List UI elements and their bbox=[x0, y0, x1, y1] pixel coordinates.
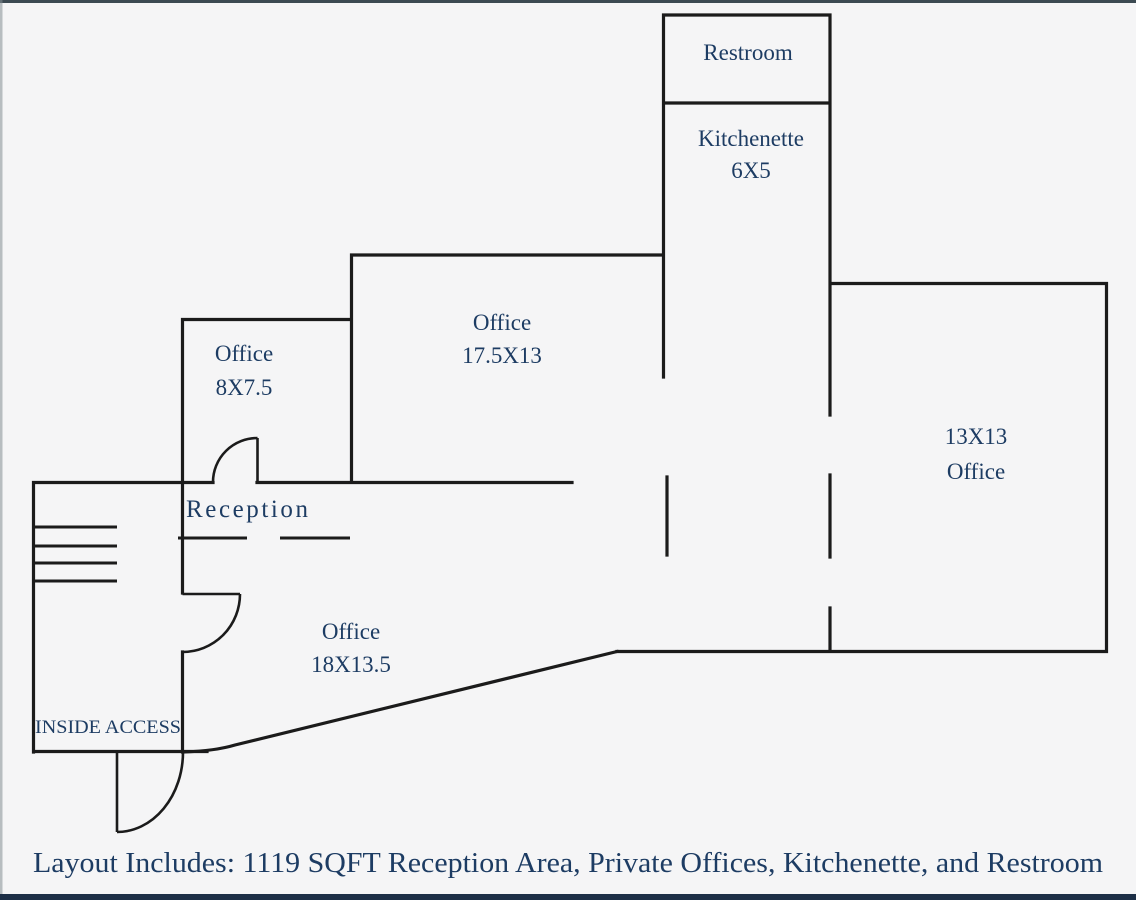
stairs bbox=[33, 525, 117, 583]
door-entrance bbox=[115, 751, 185, 834]
office-medium-dimensions: 17.5X13 bbox=[462, 343, 542, 368]
office-small-dimensions: 8X7.5 bbox=[216, 375, 273, 400]
office-small-label: Office bbox=[215, 341, 273, 366]
office-right-dimensions: 13X13 bbox=[945, 424, 1008, 449]
restroom-label: Restroom bbox=[703, 40, 793, 65]
frame-left-edge bbox=[0, 0, 3, 900]
inside-access-label: INSIDE ACCESS bbox=[35, 717, 181, 738]
walls bbox=[31, 13, 1109, 754]
office-medium-label: Office bbox=[473, 310, 531, 335]
office-large-label: Office bbox=[322, 619, 380, 644]
office-large-dimensions: 18X13.5 bbox=[311, 652, 391, 677]
stairs-lines bbox=[33, 525, 117, 583]
kitchenette-label: Kitchenette bbox=[698, 126, 804, 151]
room-labels: Restroom Kitchenette 6X5 Office 17.5X13 … bbox=[35, 40, 1007, 738]
frame-bottom-edge bbox=[0, 894, 1136, 900]
reception-label: Reception bbox=[186, 496, 309, 523]
wall-diagonal bbox=[182, 649, 619, 754]
office-right-label: Office bbox=[947, 459, 1005, 484]
kitchenette-dimensions: 6X5 bbox=[731, 158, 771, 183]
frame-top-edge bbox=[0, 0, 1136, 3]
door-reception bbox=[182, 592, 242, 654]
wall-outline bbox=[31, 13, 1109, 754]
door-office-small bbox=[211, 436, 259, 483]
doors bbox=[115, 436, 259, 834]
layout-caption: Layout Includes: 1119 SQFT Reception Are… bbox=[33, 847, 1103, 879]
